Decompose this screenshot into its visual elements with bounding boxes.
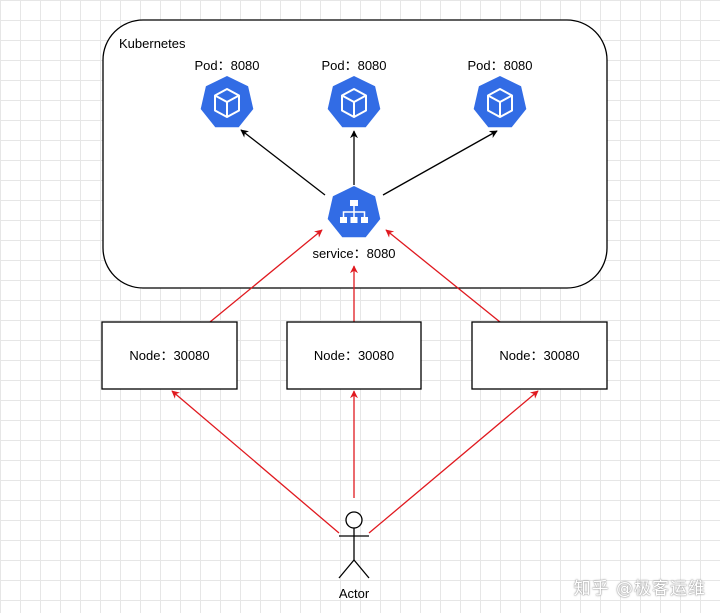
pod-2[interactable]: Pod：8080 [321,58,387,128]
service-label: service：8080 [312,246,395,261]
edge-service-pod-1[interactable] [240,129,326,196]
node-2-label: Node：30080 [314,348,394,363]
edge-service-pod-3[interactable] [382,130,498,196]
service-to-pod-edges [240,129,498,196]
edge-actor-node3[interactable] [368,390,539,534]
edge-actor-node1[interactable] [171,390,340,534]
node-1[interactable]: Node：30080 [101,321,238,390]
node-3[interactable]: Node：30080 [471,321,608,390]
node-3-label: Node：30080 [499,348,579,363]
pod-1[interactable]: Pod：8080 [194,58,260,128]
pod-3[interactable]: Pod：8080 [467,58,533,128]
pod-3-label: Pod：8080 [467,58,532,73]
pod-1-label: Pod：8080 [194,58,259,73]
actor-figure-icon [338,511,370,579]
pod-2-label: Pod：8080 [321,58,386,73]
edge-node1-service[interactable] [209,229,323,323]
cluster-label: Kubernetes [119,36,186,51]
service-icon [327,186,381,238]
node-1-label: Node：30080 [129,348,209,363]
actor-to-node-edges [171,390,539,534]
actor-label: Actor [339,586,370,601]
node-2[interactable]: Node：30080 [286,321,422,390]
node-to-service-edges [209,229,501,323]
pod-icon [200,76,254,128]
service[interactable]: service：8080 [312,186,396,261]
pod-icon [327,76,381,128]
watermark: 知乎 @极客运维 [573,579,706,599]
actor[interactable]: Actor [338,511,370,601]
edge-node3-service[interactable] [385,229,501,323]
pod-icon [473,76,527,128]
